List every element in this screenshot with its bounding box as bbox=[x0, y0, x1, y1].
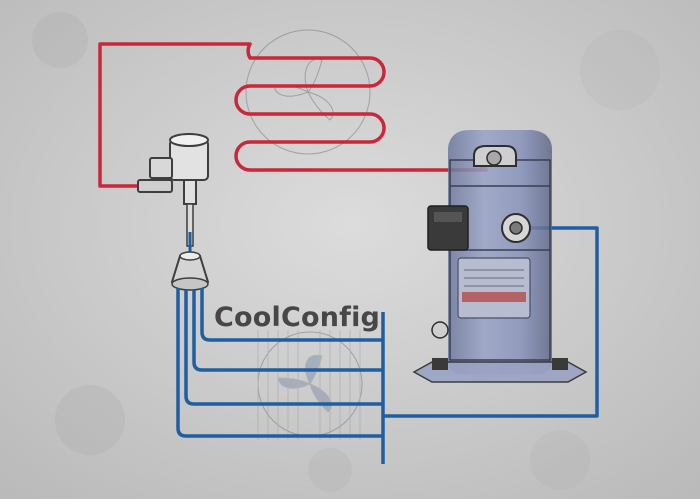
condenser-coil bbox=[98, 42, 484, 188]
evaporator bbox=[176, 226, 599, 464]
compressor-nameplate bbox=[457, 257, 531, 319]
wall-texture bbox=[32, 12, 660, 492]
scroll-compressor-icon bbox=[412, 130, 588, 383]
expansion-valve-icon bbox=[137, 133, 209, 252]
refrigerant-distributor-icon bbox=[170, 251, 210, 291]
brand-caption: CoolConfig bbox=[214, 302, 381, 333]
